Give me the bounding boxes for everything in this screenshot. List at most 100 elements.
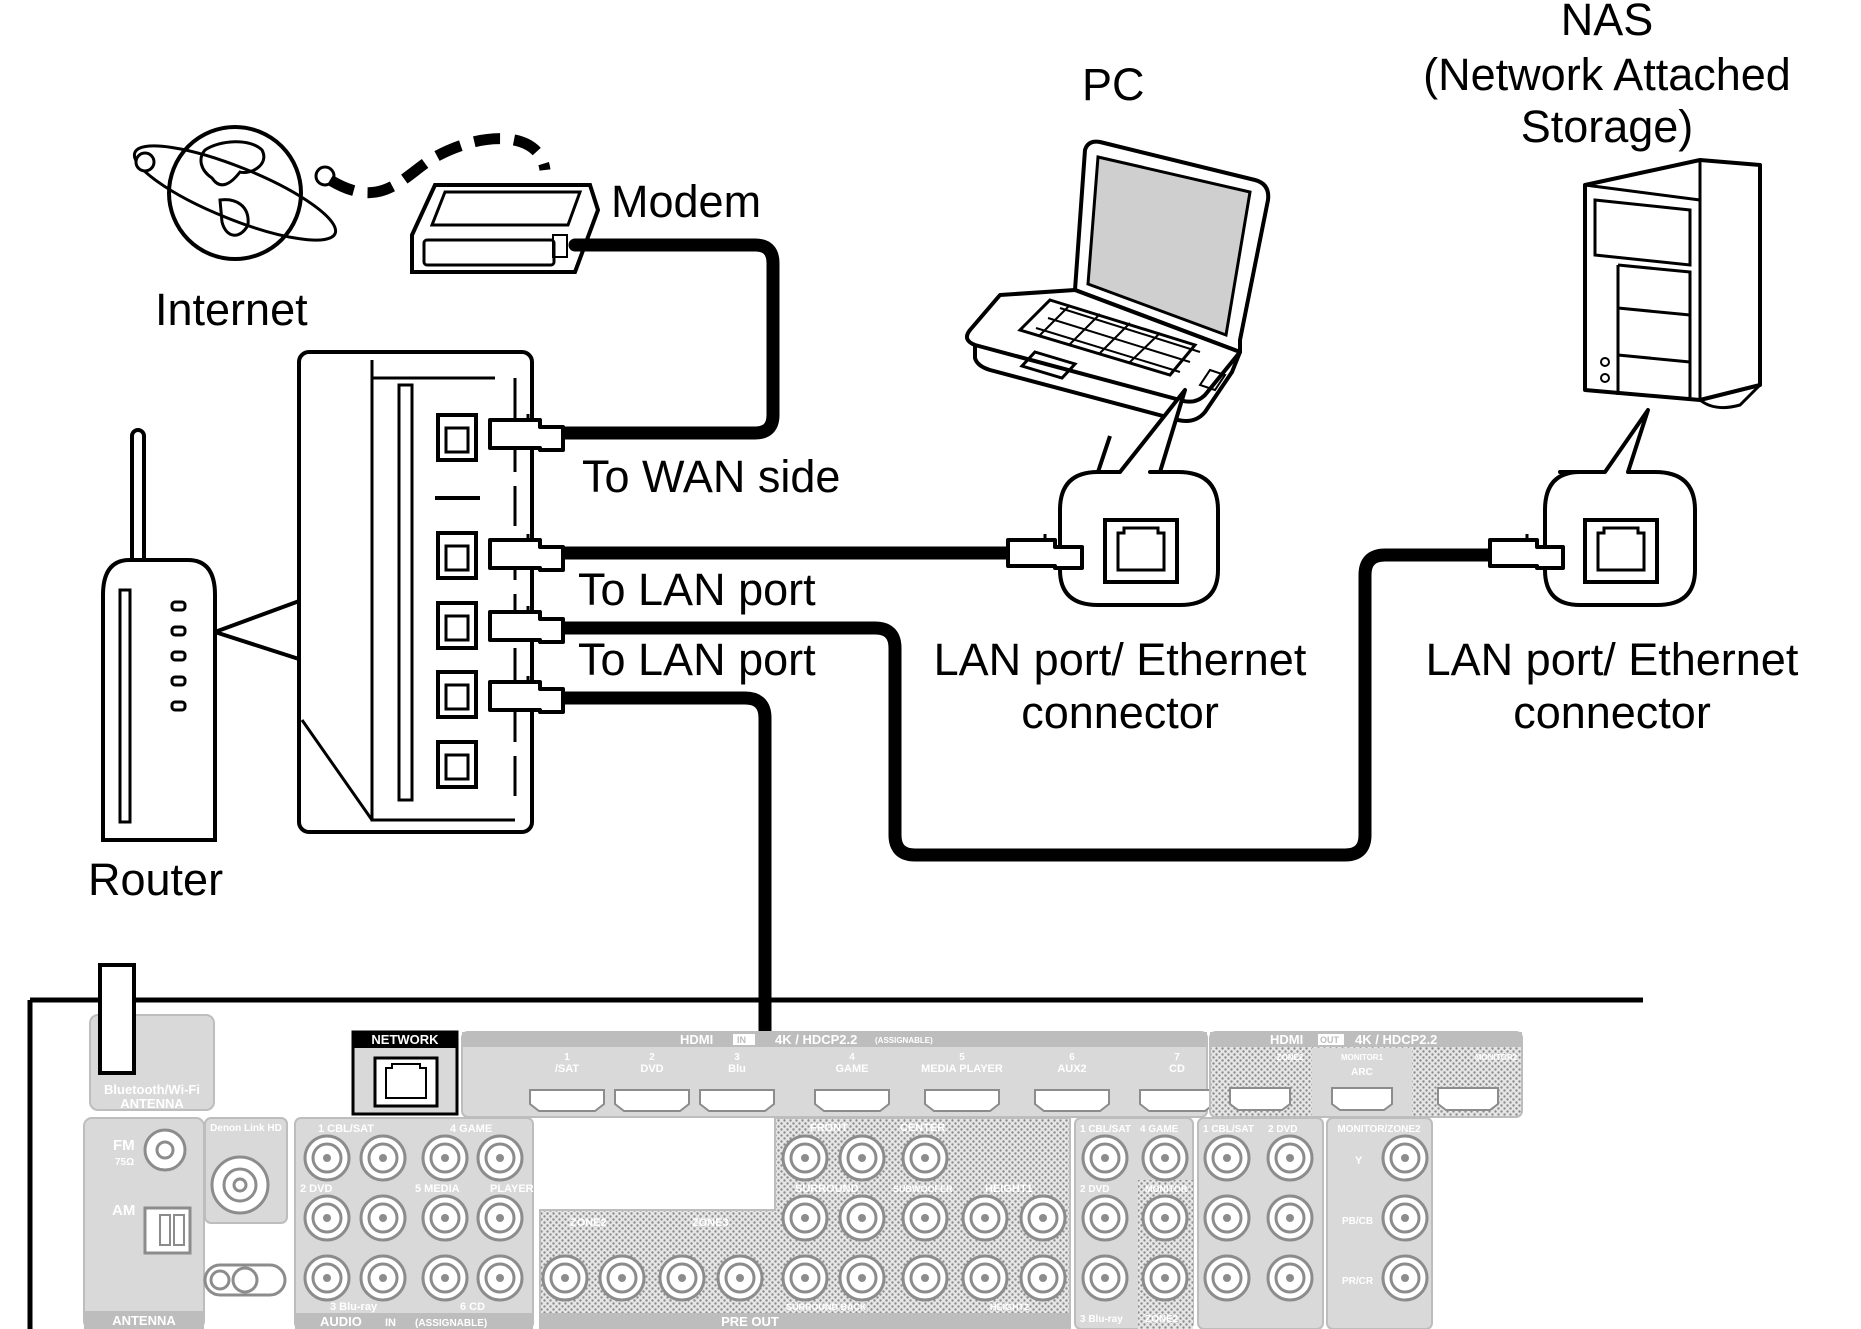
hdmi-out-arc: ARC: [1351, 1067, 1373, 1078]
video-jack: [1141, 1254, 1189, 1302]
audio-in-jack: [303, 1194, 351, 1242]
nas-port-label-line1: LAN port/ Ethernet: [1426, 634, 1799, 685]
router-label: Router: [88, 854, 223, 905]
hdmi-out-spec: 4K / HDCP2.2: [1355, 1032, 1437, 1047]
hdmi-in-port-name: AUX2: [1057, 1063, 1086, 1075]
video-label-monitor: MONITOR: [1145, 1184, 1188, 1194]
pre-out-jack: [901, 1134, 949, 1182]
pre-out-jack: [838, 1194, 886, 1242]
pre-out-jack: [901, 1254, 949, 1302]
pc-port-callout: [1058, 388, 1220, 607]
pre-out-jack: [961, 1194, 1009, 1242]
pc-port-label-line1: LAN port/ Ethernet: [934, 634, 1307, 685]
internet-link-dashed: [327, 133, 551, 199]
video-label-cblsat: 1 CBL/SAT: [1080, 1124, 1131, 1135]
pre-out-block: FRONT CENTER SURROUND SUBWOOFER HEIGHT1 …: [539, 1117, 1071, 1329]
nas-label-line1: NAS: [1561, 0, 1654, 45]
pre-out-jack: [838, 1254, 886, 1302]
hdmi-in-port-num: 3: [734, 1052, 740, 1063]
component-jack: [1203, 1134, 1251, 1182]
hdmi-in-port: [1139, 1089, 1215, 1112]
preout-surround-back: SURROUND BACK: [786, 1302, 867, 1312]
video-label-dvd: 2 DVD: [1080, 1184, 1109, 1195]
hdmi-in-port: [699, 1089, 775, 1112]
pc-plug: [1006, 534, 1084, 570]
denon-link-block: Denon Link HD SIGNAL GND: [203, 1117, 288, 1297]
hdmi-in-port-num: 4: [849, 1052, 855, 1063]
hdmi-in-port-num: 7: [1174, 1052, 1180, 1063]
monitor-out-jack: [1381, 1194, 1429, 1242]
receiver-rear-panel: Bluetooth/Wi-Fi ANTENNA NETWORK HDMI IN …: [27, 963, 1643, 1329]
component-jack: [1266, 1254, 1314, 1302]
nas-plug: [1488, 534, 1565, 570]
audio-label-cblsat: 1 CBL/SAT: [318, 1123, 374, 1135]
hdmi-in-port: [814, 1089, 890, 1112]
nas-label-line3: Storage): [1521, 101, 1694, 152]
audio-in-label: IN: [385, 1317, 396, 1329]
video-jack: [1081, 1134, 1129, 1182]
component-label-cblsat: 1 CBL/SAT: [1203, 1124, 1254, 1135]
component-jack: [1266, 1134, 1314, 1182]
preout-center: CENTER: [900, 1122, 945, 1134]
audio-label-dvd: 2 DVD: [300, 1183, 332, 1195]
video-label-zone2: ZONE2: [1145, 1314, 1179, 1325]
audio-label-game: 4 GAME: [450, 1123, 492, 1135]
to-wan-label: To WAN side: [582, 451, 840, 502]
nas-icon: [1583, 158, 1762, 410]
audio-label: AUDIO: [320, 1314, 362, 1329]
router-lan-jack-2: [436, 601, 478, 650]
video-jack: [1141, 1194, 1189, 1242]
hdmi-out-zone2: ZONE2: [1277, 1053, 1304, 1062]
nas-port-label-line2: connector: [1513, 687, 1711, 738]
hdmi-in-port-name: /SAT: [555, 1063, 580, 1075]
audio-in-block: 1 CBL/SAT 4 GAME 2 DVD 5 MEDIA PLAYER 3 …: [294, 1117, 534, 1329]
hdmi-out-block: HDMI OUT 4K / HDCP2.2 ZONE2 MONITOR1 ARC…: [1209, 1031, 1523, 1118]
pre-out-jack: [781, 1254, 829, 1302]
component-jack: [1203, 1254, 1251, 1302]
hdmi-in-port-num: 2: [649, 1052, 655, 1063]
audio-in-jack: [303, 1134, 351, 1182]
internet-globe-icon: [132, 125, 338, 261]
cable-modem-to-wan: [553, 238, 780, 440]
hdmi-in-port-num: 1: [564, 1052, 570, 1063]
hdmi-in-port: [614, 1089, 690, 1112]
preout-front: FRONT: [810, 1122, 848, 1134]
comp-y-label: Y: [1355, 1155, 1363, 1167]
pc-label: PC: [1082, 59, 1145, 110]
hdmi-in-port-num: 6: [1069, 1052, 1075, 1063]
audio-in-jack: [421, 1134, 469, 1182]
lan-plug-1: [488, 534, 565, 572]
audio-in-jack: [359, 1134, 407, 1182]
antenna-block: FM 75Ω AM ANTENNA: [83, 1117, 205, 1329]
pre-out-jack: [961, 1254, 1009, 1302]
video-jack: [1081, 1194, 1129, 1242]
laptop-pc-icon: [964, 139, 1271, 423]
to-lan-label-2: To LAN port: [578, 634, 816, 685]
audio-label-media: 5 MEDIA: [415, 1183, 460, 1195]
am-label: AM: [112, 1202, 135, 1219]
hdmi-in-port-name: CD: [1169, 1063, 1185, 1075]
monitor-zone2-block: MONITOR/ZONE2 Y PB/CB PR/CR: [1326, 1117, 1433, 1329]
hdmi-in-spec: 4K / HDCP2.2: [775, 1032, 857, 1047]
hdmi-out-title: HDMI: [1270, 1032, 1303, 1047]
pre-out-jack: [1019, 1254, 1067, 1302]
video-label-game: 4 GAME: [1140, 1124, 1179, 1135]
audio-in-jack: [359, 1254, 407, 1302]
lan-plug-2: [488, 606, 565, 644]
pre-out-jack: [541, 1254, 589, 1302]
router-lan-jack-4: [436, 740, 478, 789]
hdmi-in-port: [529, 1089, 605, 1112]
pre-out-jack: [901, 1194, 949, 1242]
video-jack: [1081, 1254, 1129, 1302]
hdmi-in-port: [924, 1089, 1000, 1112]
gnd-label: GND: [227, 1246, 254, 1260]
monitor-out-jack: [1381, 1134, 1429, 1182]
hdmi-out-badge: OUT: [1320, 1035, 1340, 1045]
hdmi-in-port-name: DVD: [640, 1063, 663, 1075]
preout-surround: SURROUND: [795, 1183, 859, 1195]
signal-label: SIGNAL: [217, 1234, 262, 1248]
audio-label-player: PLAYER: [490, 1183, 534, 1195]
pre-out-jack: [598, 1254, 646, 1302]
hdmi-in-port-name: GAME: [836, 1063, 869, 1075]
